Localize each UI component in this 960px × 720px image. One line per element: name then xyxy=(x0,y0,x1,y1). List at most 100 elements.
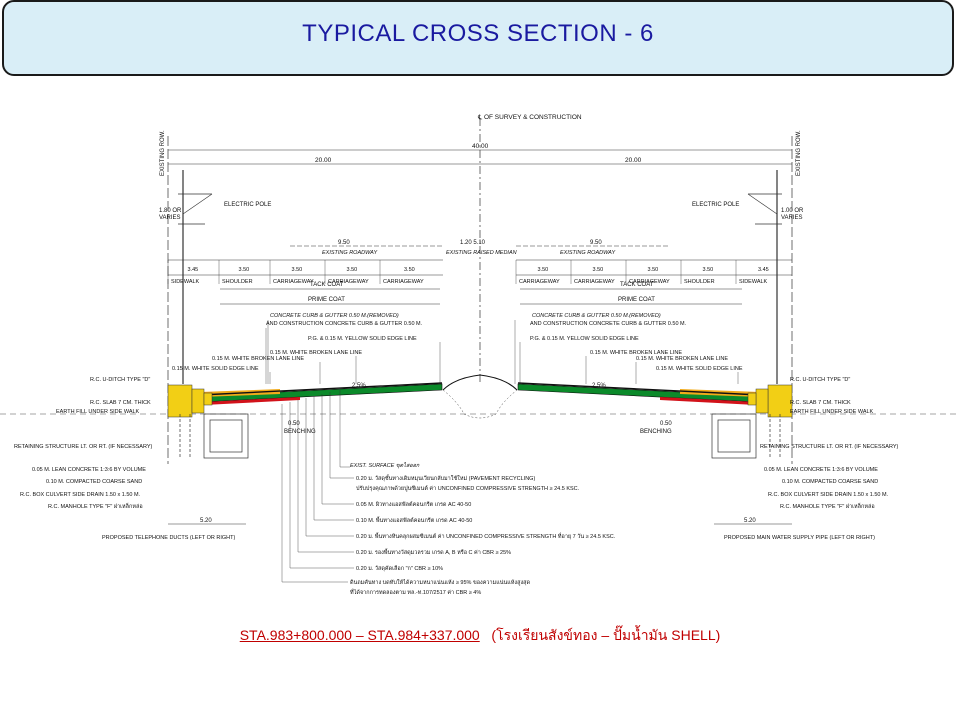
benching-right: BENCHING xyxy=(640,429,672,435)
right-label-4: RETAINING STRUCTURE LT. OR RT. (IF NECES… xyxy=(760,444,898,450)
median-label: EXISTING RAISED MEDIAN xyxy=(446,250,517,256)
white-broken-left-2: 0.15 M. WHITE BROKEN LANE LINE xyxy=(212,356,304,362)
station-location: (โรงเรียนสังข์ทอง – ปั๊มน้ำมัน SHELL) xyxy=(491,627,721,643)
lanes-left-dim-0: 3.45 xyxy=(188,267,199,273)
left-label-6: 0.10 M. COMPACTED COARSE SAND xyxy=(46,479,142,485)
dim-520-right: 5.20 xyxy=(744,518,756,524)
varies-right-2: VARIES xyxy=(781,215,803,221)
box-culvert-right xyxy=(711,413,781,459)
benching-left: BENCHING xyxy=(284,429,316,435)
telephone-ducts: PROPOSED TELEPHONE DUCTS (LEFT OR RIGHT) xyxy=(102,535,236,541)
right-label-2: R.C. SLAB 7 CM. THICK xyxy=(790,400,851,406)
lanes-right-name-0: CARRIAGEWAY xyxy=(519,279,560,285)
tack-coat-right: TACK COAT xyxy=(620,282,654,288)
station-caption: STA.983+800.000 – STA.984+337.000 (โรงเร… xyxy=(0,625,960,647)
lanes-left-name-2: CARRIAGEWAY xyxy=(273,279,314,285)
exist-surface: EXIST. SURFACE ขุดไสออก xyxy=(350,462,420,469)
white-solid-right: 0.15 M. WHITE SOLID EDGE LINE xyxy=(656,366,743,372)
yellow-line-left: P.G. & 0.15 M. YELLOW SOLID EDGE LINE xyxy=(308,336,417,342)
dim-total: 40.00 xyxy=(472,143,489,150)
tack-coat-left: TACK COAT xyxy=(310,282,344,288)
cross-section-drawing: ℄ OF SURVEY & CONSTRUCTION 40.00 20.00 2… xyxy=(0,114,960,596)
layer-4: 0.10 M. พื้นทางแอสฟัลต์คอนกรีต เกรด AC 4… xyxy=(356,516,472,524)
lanes-right-name-2: CARRIAGEWAY xyxy=(629,279,670,285)
curb-removed-left: CONCRETE CURB & GUTTER 0.50 M.(REMOVED) xyxy=(270,313,399,319)
prime-coat-right: PRIME COAT xyxy=(618,297,655,303)
curb-construct-right: AND CONSTRUCTION CONCRETE CURB & GUTTER … xyxy=(530,321,687,327)
varies-left-1: 1.80 OR xyxy=(159,208,182,214)
lanes-right-name-4: SIDEWALK xyxy=(739,279,768,285)
lanes-left-name-1: SHOULDER xyxy=(222,279,253,285)
centerline-label: ℄ OF SURVEY & CONSTRUCTION xyxy=(477,114,582,121)
title-bar: TYPICAL CROSS SECTION - 6 xyxy=(2,0,954,76)
right-label-7: R.C. BOX CULVERT SIDE DRAIN 1.50 x 1.50 … xyxy=(768,492,889,498)
layer-6: 0.20 ม. รองพื้นทางวัสดุมวลรวม เกรด A, B … xyxy=(356,548,511,556)
station-range: STA.983+800.000 – STA.984+337.000 xyxy=(239,627,480,643)
dim-520-left: 5.20 xyxy=(200,518,212,524)
white-broken-right-2: 0.15 M. WHITE BROKEN LANE LINE xyxy=(636,356,728,362)
white-broken-right: 0.15 M. WHITE BROKEN LANE LINE xyxy=(590,350,682,356)
existing-roadway-right-label: EXISTING ROADWAY xyxy=(560,250,615,256)
varies-right-1: 1.00 OR xyxy=(781,208,804,214)
lanes-right-dim-4: 3.45 xyxy=(758,267,769,273)
white-solid-left: 0.15 M. WHITE SOLID EDGE LINE xyxy=(172,366,259,372)
benching-dim-right: 0.50 xyxy=(660,421,672,427)
existing-roadway-left-label: EXISTING ROADWAY xyxy=(322,250,377,256)
pavement-right xyxy=(517,382,761,405)
slope-right: 2.5% xyxy=(592,383,606,389)
benching-dim-left: 0.50 xyxy=(288,421,300,427)
slope-left: 2.5% xyxy=(352,383,366,389)
right-label-6: 0.10 M. COMPACTED COARSE SAND xyxy=(782,479,878,485)
left-label-5: 0.05 M. LEAN CONCRETE 1:3:6 BY VOLUME xyxy=(32,467,146,473)
layer-2: ปรับปรุงคุณภาพด้วยปูนซีเมนต์ ค่า UNCONFI… xyxy=(356,485,580,492)
lanes-right-name-1: CARRIAGEWAY xyxy=(574,279,615,285)
right-label-8: R.C. MANHOLE TYPE "F" ฝาเหล็กหล่อ xyxy=(780,502,875,510)
layer-3: 0.05 M. ผิวทางแอสฟัลต์คอนกรีต เกรด AC 40… xyxy=(356,501,471,508)
electric-pole-right xyxy=(747,170,782,384)
existing-roadway-right-dim: 9.50 xyxy=(590,240,602,246)
white-broken-left: 0.15 M. WHITE BROKEN LANE LINE xyxy=(270,350,362,356)
existing-roadway-left-dim: 9.50 xyxy=(338,240,350,246)
left-label-8: R.C. MANHOLE TYPE "F" ฝาเหล็กหล่อ xyxy=(48,502,143,510)
electric-pole-left xyxy=(178,170,213,384)
left-label-7: R.C. BOX CULVERT SIDE DRAIN 1.50 x 1.50 … xyxy=(20,492,141,498)
lanes-left-dim-3: 3.50 xyxy=(347,267,358,273)
row-label-left: EXISTING ROW. xyxy=(160,130,166,176)
pavement-left xyxy=(199,382,443,405)
lanes-right-name-3: SHOULDER xyxy=(684,279,715,285)
lanes-right-dim-2: 3.50 xyxy=(648,267,659,273)
right-label-1: R.C. U-DITCH TYPE "D" xyxy=(790,377,850,383)
layer-1: 0.20 ม. วัสดุชั้นทางเดิมหมุนเวียนกลับมาใ… xyxy=(356,474,535,482)
curb-removed-right: CONCRETE CURB & GUTTER 0.50 M.(REMOVED) xyxy=(532,313,661,319)
lanes-right-dim-1: 3.50 xyxy=(593,267,604,273)
layer-9: ที่ได้จากการทดลองตาม ทล.-ท.107/2517 ค่า … xyxy=(350,588,482,596)
curb-construct-left: AND CONSTRUCTION CONCRETE CURB & GUTTER … xyxy=(266,321,423,327)
page-title: TYPICAL CROSS SECTION - 6 xyxy=(302,20,654,47)
left-label-3: EARTH FILL UNDER SIDE WALK xyxy=(56,409,140,415)
lanes-left-dim-4: 3.50 xyxy=(404,267,415,273)
lanes-right-dim-3: 3.50 xyxy=(703,267,714,273)
layer-8: ดินถมคันทาง บดทับให้ได้ความหนาแน่นแห้ง ≥… xyxy=(350,579,531,586)
prime-coat-left: PRIME COAT xyxy=(308,297,345,303)
yellow-line-right: P.G. & 0.15 M. YELLOW SOLID EDGE LINE xyxy=(530,336,639,342)
lanes-left-name-0: SIDEWALK xyxy=(171,279,200,285)
water-supply: PROPOSED MAIN WATER SUPPLY PIPE (LEFT OR… xyxy=(724,535,875,541)
dim-half-right: 20.00 xyxy=(625,157,642,164)
row-label-right: EXISTING ROW. xyxy=(796,130,802,176)
left-label-4: RETAINING STRUCTURE LT. OR RT. (IF NECES… xyxy=(14,444,152,450)
raised-median xyxy=(442,374,518,391)
layer-7: 0.20 ม. วัสดุคัดเลือก "ก" CBR ≥ 10% xyxy=(356,565,443,572)
sidewalk-right xyxy=(747,384,793,418)
lanes-left-dim-2: 3.50 xyxy=(292,267,303,273)
lanes-left-dim-1: 3.50 xyxy=(239,267,250,273)
left-label-2: R.C. SLAB 7 CM. THICK xyxy=(90,400,151,406)
electric-pole-left-label: ELECTRIC POLE xyxy=(224,202,271,208)
electric-pole-right-label: ELECTRIC POLE xyxy=(692,202,739,208)
lanes-right-dim-0: 3.50 xyxy=(538,267,549,273)
lanes-left-name-4: CARRIAGEWAY xyxy=(383,279,424,285)
right-label-5: 0.05 M. LEAN CONCRETE 1:3:6 BY VOLUME xyxy=(764,467,878,473)
varies-left-2: VARIES xyxy=(159,215,181,221)
lanes-left-name-3: CARRIAGEWAY xyxy=(328,279,369,285)
